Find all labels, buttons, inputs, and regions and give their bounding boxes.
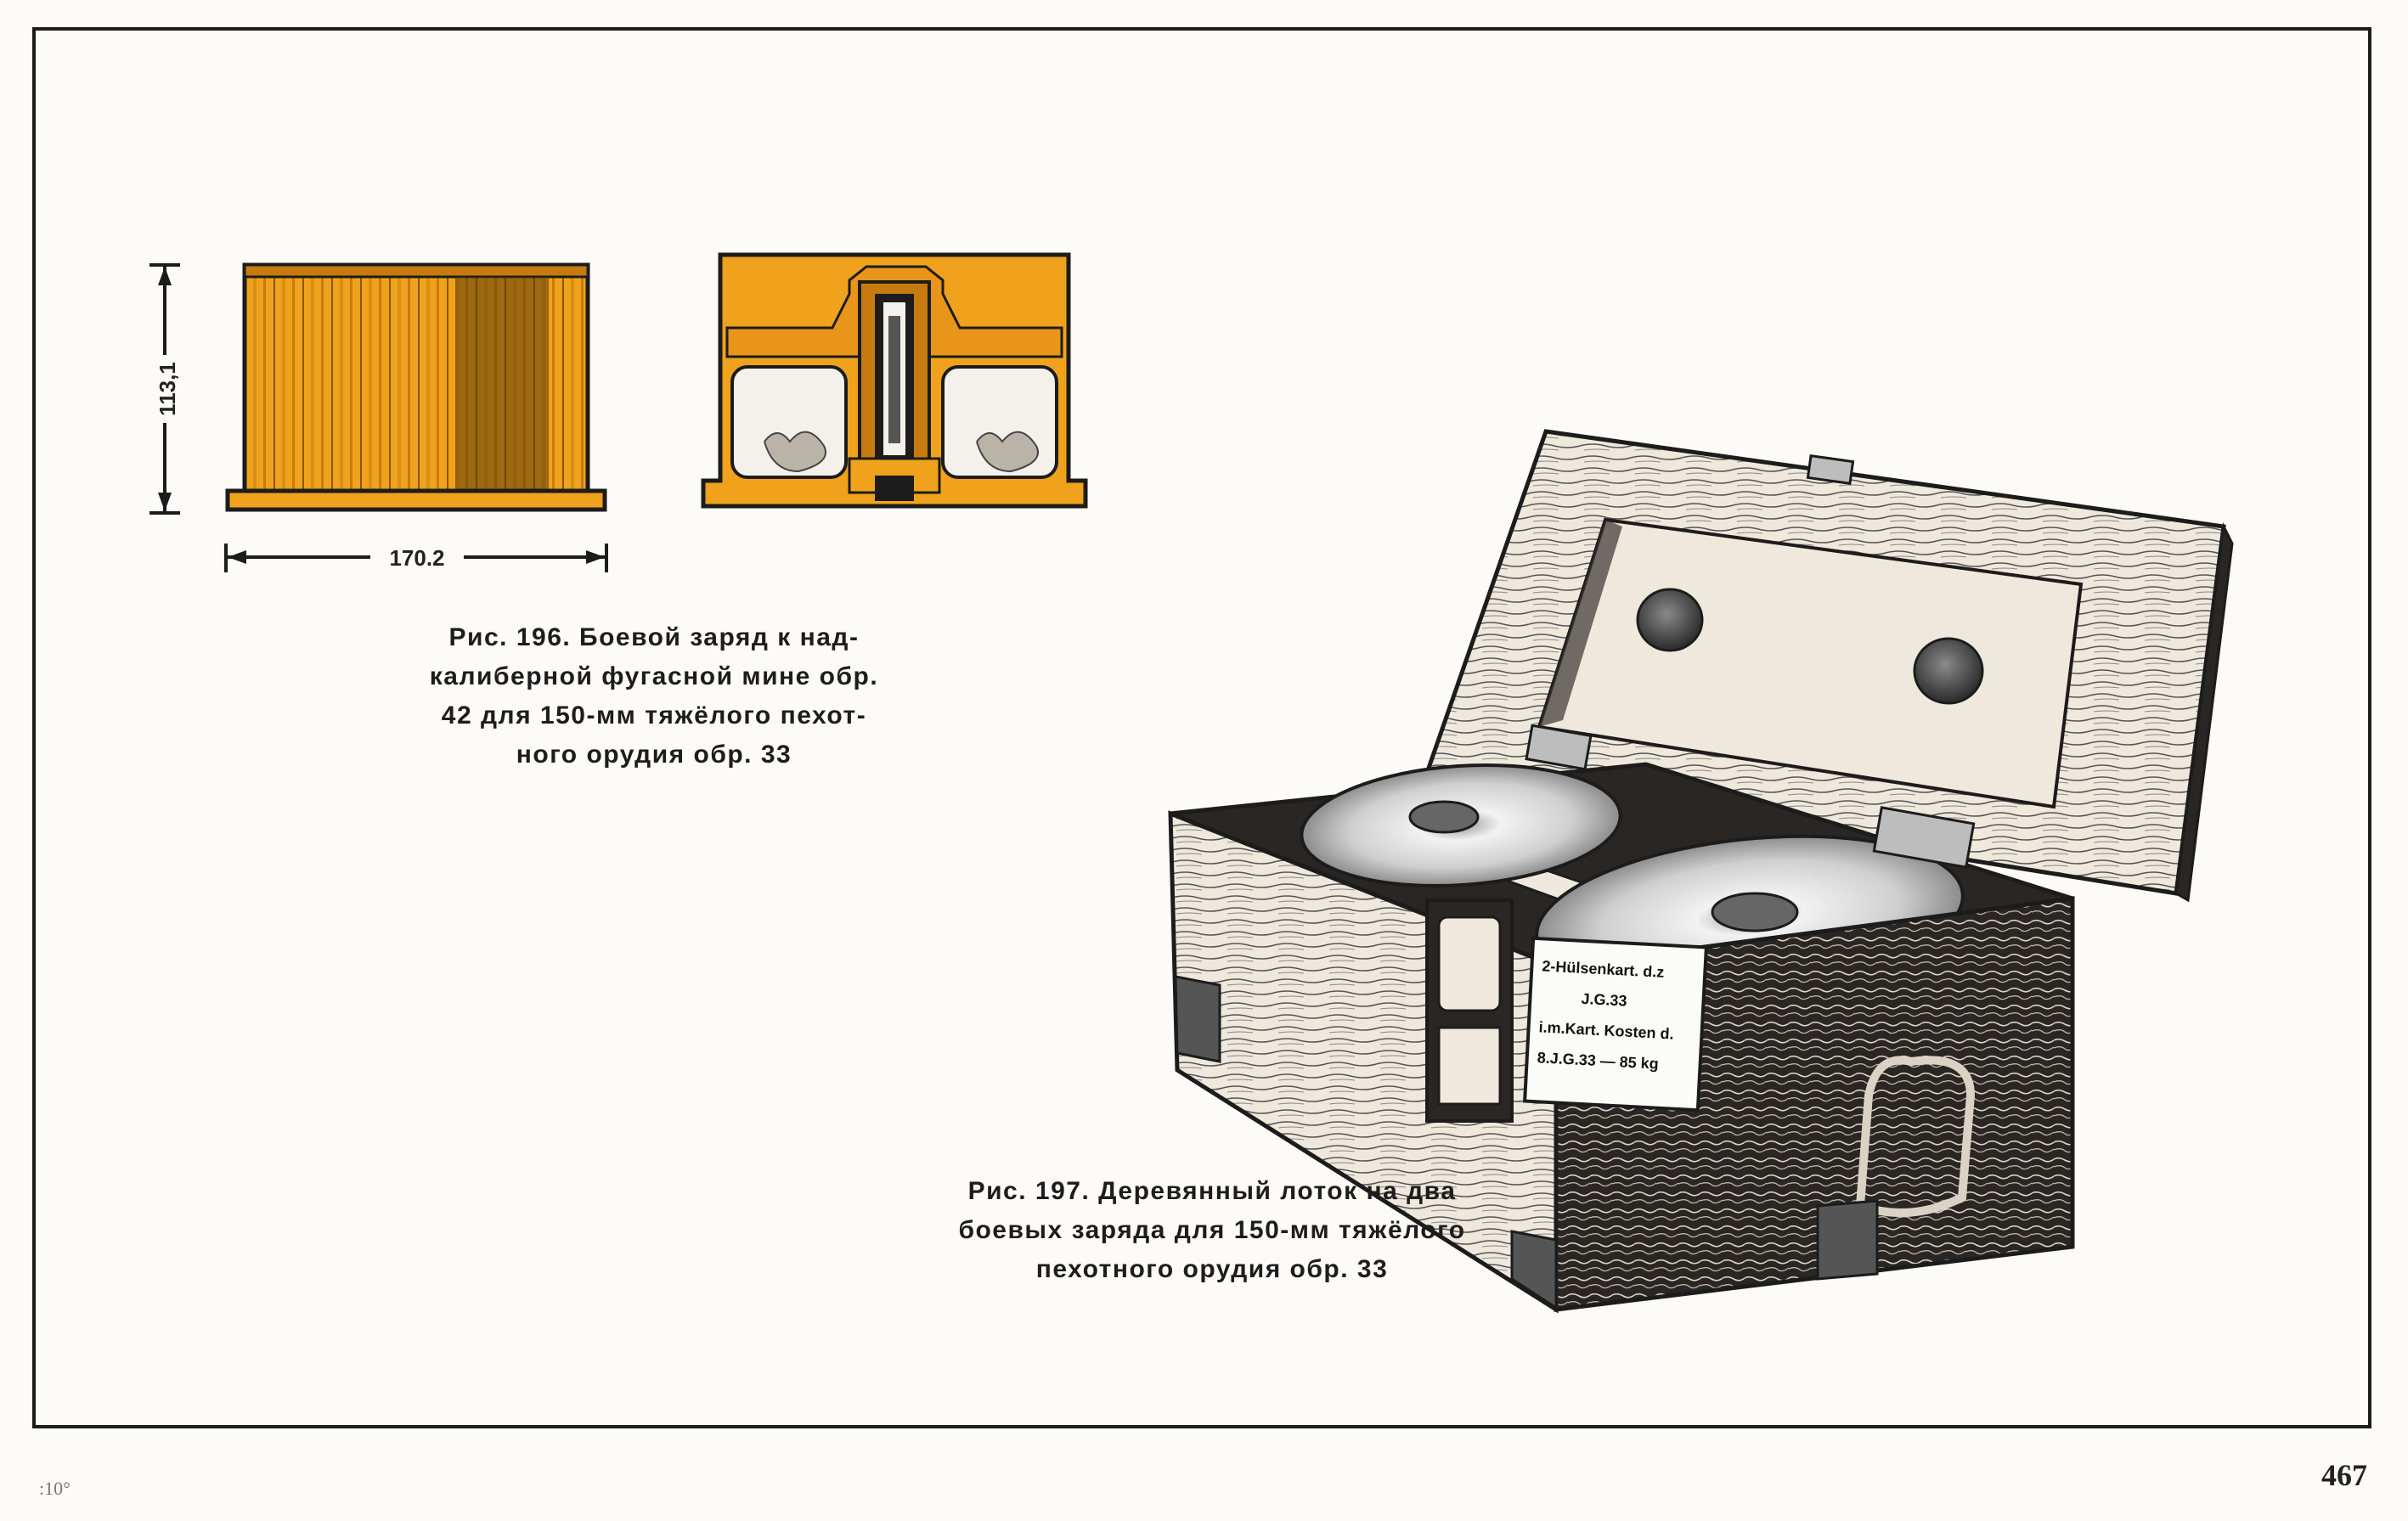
figure-196-caption-line: калиберной фугасной мине обр. <box>429 662 879 690</box>
label-plate-line-2: J.G.33 <box>1581 990 1627 1010</box>
charge-side-view <box>225 262 607 512</box>
dimension-width: 170.2 <box>224 542 608 572</box>
figure-197-caption-line: пехотного орудия обр. 33 <box>1035 1255 1389 1283</box>
figure-197-caption-line: Рис. 197. Деревянный лоток на два <box>967 1177 1457 1205</box>
dimension-height: 113,1 <box>149 263 180 515</box>
corner-mark: :10° <box>39 1478 70 1499</box>
dimension-width-label: 170.2 <box>389 545 444 571</box>
page-number: 467 <box>2321 1458 2367 1492</box>
figure-196-caption-line: 42 для 150-мм тяжёлого пехот- <box>441 701 867 730</box>
figure-197-caption: Рис. 197. Деревянный лоток на два боевых… <box>919 1172 1505 1289</box>
figure-197-caption-line: боевых заряда для 150-мм тяжёлого <box>958 1216 1466 1244</box>
wooden-box-illustration: 2-Hülsenkart. d.z J.G.33 i.m.Kart. Koste… <box>1168 429 2234 1314</box>
dimension-height-label: 113,1 <box>155 362 180 416</box>
charge-cross-section <box>701 252 1088 509</box>
figure-196-caption-line: Рис. 196. Боевой заряд к над- <box>448 623 860 651</box>
figure-196-caption-line: ного орудия обр. 33 <box>516 741 792 769</box>
figure-196-caption: Рис. 196. Боевой заряд к над- калиберной… <box>408 618 900 775</box>
page-frame <box>32 27 2371 1428</box>
